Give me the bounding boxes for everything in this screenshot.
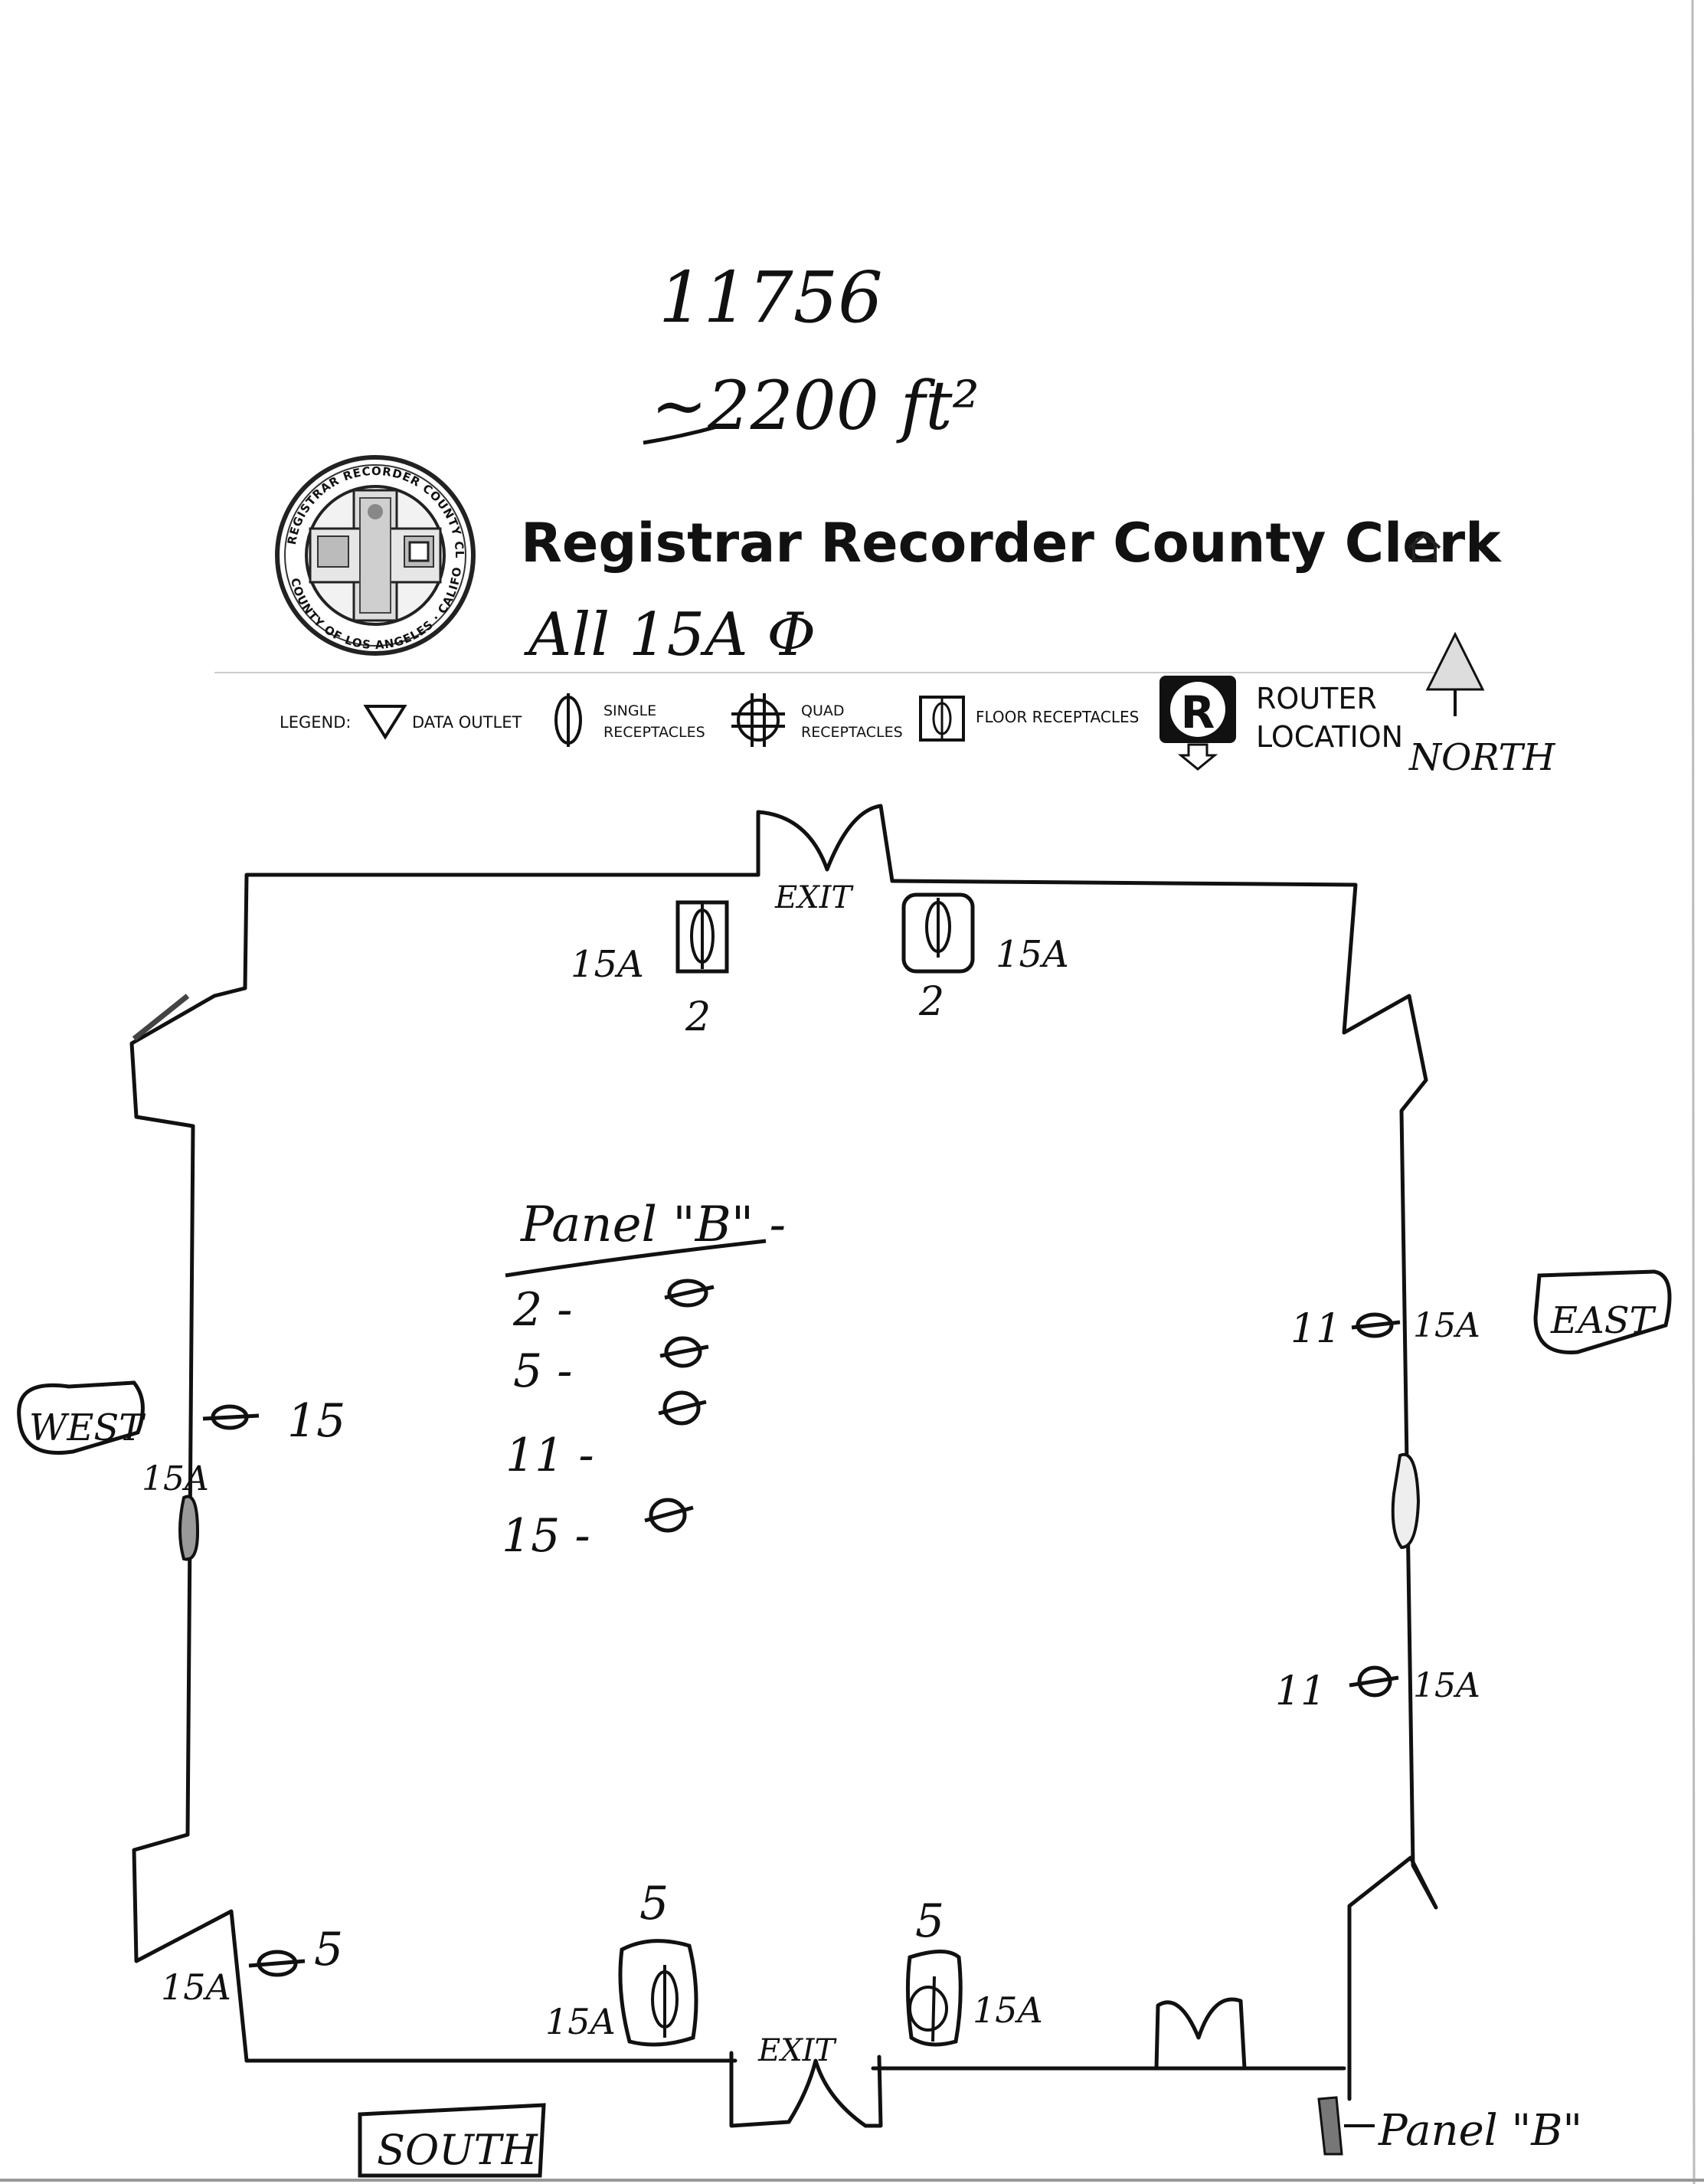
handwritten-area: ~2200 ft² — [651, 366, 980, 445]
floor-receptacle-icon — [919, 696, 965, 742]
county-seal: REGISTRAR RECORDER COUNTY CLERK COUNTY O… — [0, 0, 476, 656]
single-receptacle-icon — [664, 1336, 702, 1368]
handwritten-id: 11756 — [659, 257, 883, 339]
top-right-amp: 15A — [996, 933, 1069, 976]
bottom-left-circuit: 5 — [639, 1877, 669, 1930]
south-label: SOUTH — [377, 2126, 538, 2174]
single-receptacle-icon — [554, 693, 582, 747]
single-receptacle-icon — [1349, 1665, 1399, 1698]
panel-b-schedule: Panel "B" - 2 - 5 - 11 - 15 - — [502, 1197, 786, 1563]
triangle-icon — [363, 705, 407, 740]
single-receptacle-icon — [662, 1390, 701, 1426]
north-label: NORTH — [1408, 736, 1556, 779]
building-outline — [129, 804, 1438, 2128]
area-underline — [643, 424, 721, 445]
west-label-box: WEST — [17, 1380, 146, 1455]
top-right-circuit: 2 — [918, 979, 944, 1025]
router-icon: R — [1159, 676, 1236, 771]
single-receptacle-icon — [248, 1950, 306, 1977]
single-receptacle-icon — [1351, 1312, 1401, 1338]
single-receptacle-icon — [649, 1498, 687, 1533]
panel-row-15: 15 - — [502, 1509, 590, 1563]
panel-b-marker — [1317, 2096, 1375, 2156]
legend: LEGEND: DATA OUTLET SINGLE RECEPTACLES Q… — [280, 676, 1403, 771]
page-title: Registrar Recorder County Clerk — [521, 512, 1502, 575]
floor-receptacle-top-left — [675, 900, 729, 974]
router-glyph: R — [1181, 686, 1215, 738]
exit-top-label: EXIT — [774, 880, 854, 915]
top-left-amp: 15A — [571, 943, 644, 986]
single-receptacle-icon — [202, 1404, 260, 1430]
panel-b-corner-label: Panel "B" — [1378, 2106, 1582, 2156]
svg-text:REGISTRAR RECORDER COUNTY CLER: REGISTRAR RECORDER COUNTY CLERK — [0, 0, 466, 559]
east-lower-amp: 15A — [1413, 1666, 1480, 1705]
floor-receptacle-west — [178, 1495, 200, 1561]
floor-receptacle-top-right — [901, 892, 975, 974]
exit-bottom-label: EXIT — [757, 2033, 837, 2068]
west-label: WEST — [29, 1406, 146, 1449]
sheet-edge — [1691, 0, 1696, 2184]
legend-router-line1: ROUTER — [1256, 682, 1377, 715]
legend-label: LEGEND: — [280, 713, 351, 732]
legend-floor: FLOOR RECEPTACLES — [976, 708, 1139, 726]
quad-receptacle-icon — [731, 693, 785, 747]
floor-receptacle-bottom-right — [905, 1950, 963, 2047]
sw-amp: 15A — [161, 1966, 231, 2008]
legend-router-line2: LOCATION — [1256, 720, 1403, 754]
east-label: EAST — [1550, 1299, 1657, 1342]
west-circuit: 15 — [287, 1394, 345, 1448]
top-left-circuit: 2 — [685, 994, 711, 1040]
west-amp: 15A — [142, 1459, 209, 1498]
handwritten-note: All 15A Φ — [524, 601, 816, 670]
legend-quad-line2: RECEPTACLES — [801, 724, 903, 741]
legend-single-line1: SINGLE — [603, 702, 656, 719]
east-lower-circuit: 11 — [1275, 1668, 1326, 1714]
home-icon — [1408, 532, 1441, 562]
seal-text-top: REGISTRAR RECORDER COUNTY CLERK — [0, 0, 466, 559]
panel-row-5: 5 - — [513, 1344, 573, 1398]
sw-circuit: 5 — [314, 1923, 343, 1976]
east-upper-amp: 15A — [1413, 1306, 1480, 1345]
panel-row-11: 11 - — [505, 1429, 594, 1482]
bottom-right-circuit: 5 — [915, 1894, 944, 1948]
bottom-left-amp: 15A — [545, 2001, 616, 2042]
panel-row-2: 2 - — [512, 1283, 573, 1337]
floor-receptacle-bottom-left — [618, 1939, 698, 2047]
south-label-box: SOUTH — [358, 2103, 546, 2178]
east-label-box: EAST — [1533, 1269, 1672, 1354]
north-arrow-icon — [1425, 631, 1485, 716]
legend-quad-line1: QUAD — [801, 702, 845, 719]
floor-receptacle-east — [1391, 1452, 1421, 1550]
east-upper-circuit: 11 — [1290, 1306, 1341, 1352]
bottom-right-amp: 15A — [973, 1989, 1043, 2031]
single-receptacle-icon — [667, 1279, 708, 1308]
legend-data-outlet: DATA OUTLET — [412, 713, 522, 732]
legend-single-line2: RECEPTACLES — [603, 724, 705, 741]
